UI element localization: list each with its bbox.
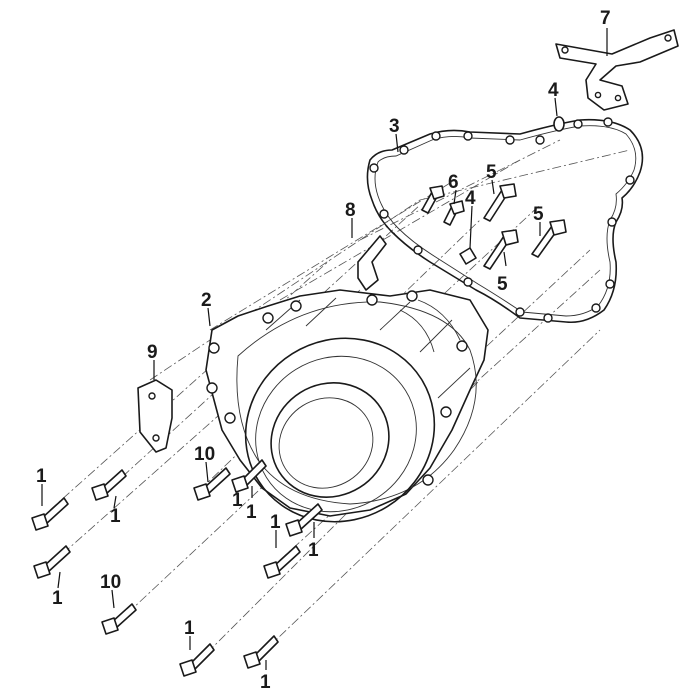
leader-lines bbox=[41, 28, 608, 670]
callout-4: 4 bbox=[465, 188, 476, 209]
bolt-part-6 bbox=[421, 185, 465, 226]
bolt-part-5-middle bbox=[483, 229, 519, 270]
gasket-part-3 bbox=[366, 117, 644, 324]
callout-1: 1 bbox=[270, 512, 281, 533]
callout-1: 1 bbox=[308, 540, 319, 561]
callout-3: 3 bbox=[389, 116, 400, 137]
dowel-pin-part-4-upper bbox=[553, 116, 565, 132]
bracket-part-7 bbox=[555, 29, 679, 111]
callout-1: 1 bbox=[260, 672, 271, 693]
callout-6: 6 bbox=[448, 172, 459, 193]
callout-1: 1 bbox=[52, 588, 63, 609]
callout-labels: 7 4 3 6 5 4 8 5 5 2 9 10 1 1 1 1 1 1 1 1… bbox=[36, 8, 611, 693]
bolt-part-5-right bbox=[531, 219, 567, 258]
gasket-bolt-holes bbox=[369, 117, 635, 323]
bolt-part-10-lower bbox=[101, 603, 137, 635]
callout-1: 1 bbox=[36, 466, 47, 487]
callout-1: 1 bbox=[232, 490, 243, 511]
callout-1: 1 bbox=[246, 502, 257, 523]
callout-10: 10 bbox=[194, 444, 215, 465]
callout-2: 2 bbox=[201, 290, 212, 311]
callout-1: 1 bbox=[110, 506, 121, 527]
callout-5: 5 bbox=[497, 274, 508, 295]
callout-5: 5 bbox=[486, 162, 497, 183]
callout-7: 7 bbox=[600, 8, 611, 29]
bolt-part-10-upper bbox=[193, 467, 231, 501]
callout-8: 8 bbox=[345, 200, 356, 221]
callout-5: 5 bbox=[533, 204, 544, 225]
bolt-part-5-upper bbox=[483, 183, 517, 222]
plate-part-9 bbox=[137, 379, 173, 453]
callout-10: 10 bbox=[100, 572, 121, 593]
bolts-part-1 bbox=[31, 459, 323, 677]
engine-cover-part-2 bbox=[205, 289, 489, 523]
clip-part-8 bbox=[357, 235, 387, 291]
callout-9: 9 bbox=[147, 342, 158, 363]
callout-1: 1 bbox=[184, 618, 195, 639]
callout-4: 4 bbox=[548, 80, 559, 101]
dowel-pin-part-4-lower bbox=[459, 247, 477, 265]
